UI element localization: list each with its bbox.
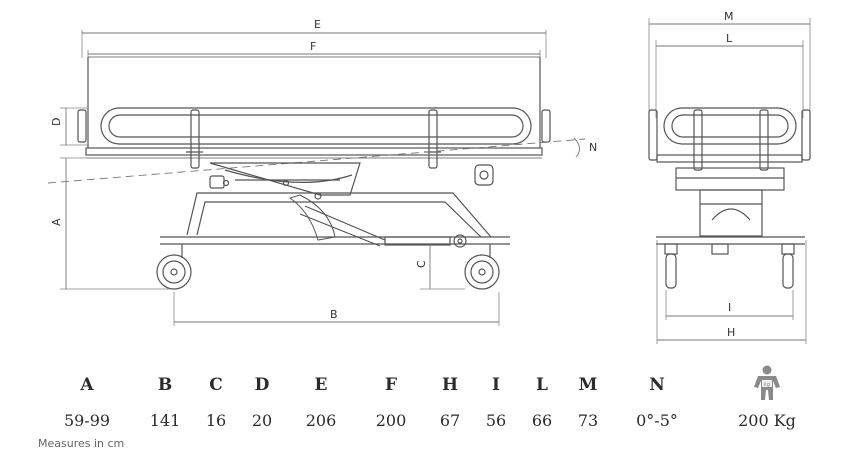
dimension-h <box>656 240 807 344</box>
spec-value-f: 200 <box>375 411 407 430</box>
label-a: A <box>50 218 63 226</box>
dimension-b <box>173 292 500 326</box>
dimension-d <box>60 107 88 146</box>
label-b: B <box>330 308 338 321</box>
dimension-l <box>655 40 804 118</box>
spec-letters-row: A B C D E F H I L M N <box>0 375 850 405</box>
spec-value-n: 0°-5° <box>636 411 678 430</box>
label-d: D <box>50 118 63 126</box>
label-c: C <box>415 260 428 268</box>
spec-letter-l: L <box>536 375 548 395</box>
spec-value-e: 206 <box>305 411 337 430</box>
spec-letter-b: B <box>157 375 173 395</box>
spec-letter-h: H <box>441 375 459 395</box>
lift-mechanism <box>209 162 494 247</box>
person-weight-icon: kg <box>754 365 780 400</box>
spec-letter-a: A <box>80 375 94 395</box>
label-f: F <box>310 40 316 53</box>
caster-wheel-right <box>464 244 500 290</box>
spec-value-h: 67 <box>439 411 461 430</box>
label-l: L <box>726 32 733 45</box>
dimension-m <box>648 18 811 118</box>
side-rail <box>100 107 532 169</box>
dimension-n <box>47 137 586 184</box>
label-i: I <box>728 301 731 314</box>
dimension-c <box>420 244 465 290</box>
dimension-i <box>665 290 794 320</box>
front-base <box>656 236 805 289</box>
technical-drawing: E F D N A C B M L I H <box>47 10 811 344</box>
spec-letter-n: N <box>649 375 665 395</box>
spec-letter-i: I <box>492 375 500 395</box>
dimension-a <box>60 157 170 290</box>
spec-letter-c: C <box>209 375 223 395</box>
spec-letter-m: M <box>578 375 598 395</box>
dimension-e <box>81 30 547 58</box>
spec-value-d: 20 <box>251 411 273 430</box>
spec-values-row: 59-99 141 16 20 206 200 67 56 66 73 0°-5… <box>0 411 850 441</box>
spec-value-a: 59-99 <box>63 411 111 430</box>
spec-letter-f: F <box>384 375 398 395</box>
label-e: E <box>314 18 321 31</box>
label-m: M <box>724 10 734 23</box>
spec-value-m: 73 <box>577 411 599 430</box>
spec-value-i: 56 <box>485 411 507 430</box>
svg-text:kg: kg <box>764 382 770 388</box>
spec-value-c: 16 <box>205 411 227 430</box>
spec-value-b: 141 <box>149 411 181 430</box>
base-frame <box>160 192 510 248</box>
spec-value-l: 66 <box>531 411 553 430</box>
front-deck <box>648 107 811 237</box>
max-load-value: 200 Kg <box>738 411 796 430</box>
caster-wheel-left <box>156 244 192 290</box>
spec-letter-d: D <box>254 375 270 395</box>
label-h: H <box>727 326 735 339</box>
spec-letter-e: E <box>314 375 328 395</box>
label-n: N <box>589 141 597 154</box>
